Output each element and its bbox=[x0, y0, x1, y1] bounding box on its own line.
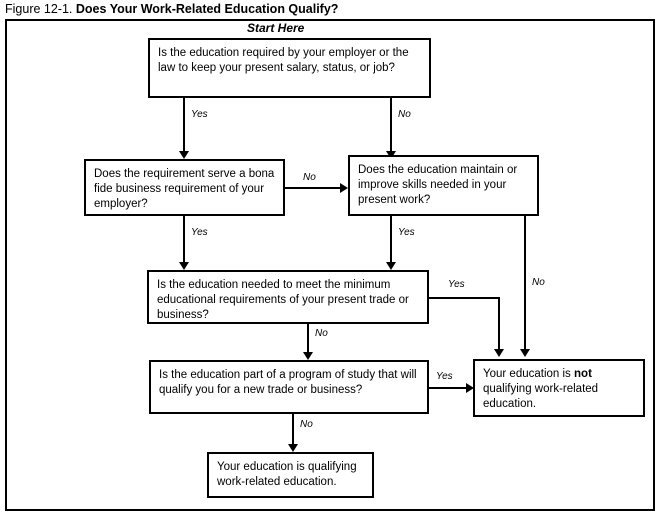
edge-q3-no-line bbox=[524, 216, 526, 349]
edge-q1-yes-arrow bbox=[179, 151, 189, 159]
result-not-qualifying-pre: Your education is bbox=[483, 368, 575, 380]
node-q3-maintain-improve: Does the education maintain or improve s… bbox=[348, 155, 539, 216]
result-not-qualifying-emphasis: not bbox=[574, 368, 592, 380]
edge-q5-yes-arrow bbox=[466, 383, 474, 393]
flowchart-frame: Start Here Is the education required by … bbox=[5, 19, 655, 511]
edge-q4-no-arrow bbox=[303, 352, 313, 360]
edge-q4-yes-hline bbox=[429, 297, 500, 299]
edge-q2-no-arrow bbox=[340, 183, 348, 193]
figure-caption: Does Your Work-Related Education Qualify… bbox=[75, 2, 339, 16]
edge-label-q4-yes: Yes bbox=[447, 279, 466, 290]
edge-q4-no-line bbox=[307, 324, 309, 352]
node-result-qualifying: Your education is qualifying work-relate… bbox=[207, 452, 374, 498]
edge-label-q2-no: No bbox=[302, 172, 317, 183]
edge-q2-yes-arrow bbox=[179, 262, 189, 270]
edge-label-q1-yes: Yes bbox=[190, 109, 209, 120]
edge-q2-yes-line bbox=[183, 216, 185, 262]
edge-label-q1-no: No bbox=[397, 109, 412, 120]
edge-q2-no-line bbox=[285, 187, 341, 189]
edge-q4-yes-vline bbox=[498, 297, 500, 349]
edge-label-q3-yes: Yes bbox=[397, 227, 416, 238]
edge-q3-yes-arrow bbox=[386, 262, 396, 270]
edge-q1-no-line bbox=[390, 98, 392, 151]
node-result-not-qualifying: Your education is not qualifying work-re… bbox=[473, 359, 645, 417]
edge-q3-yes-line bbox=[390, 216, 392, 262]
start-here-label: Start Here bbox=[247, 21, 305, 35]
edge-label-q2-yes: Yes bbox=[190, 227, 209, 238]
result-not-qualifying-post: qualifying work-related education. bbox=[483, 383, 599, 410]
node-q5-new-trade: Is the education part of a program of st… bbox=[149, 360, 429, 414]
figure-number: Figure 12-1. bbox=[5, 2, 73, 16]
edge-label-q5-no: No bbox=[299, 419, 314, 430]
edge-label-q3-no: No bbox=[531, 277, 546, 288]
node-q2-bona-fide: Does the requirement serve a bona fide b… bbox=[84, 159, 285, 216]
edge-q1-yes-line bbox=[183, 98, 185, 151]
figure-title: Figure 12-1. Does Your Work-Related Educ… bbox=[5, 0, 338, 18]
edge-q4-yes-arrow bbox=[494, 349, 504, 357]
edge-q5-no-arrow bbox=[288, 444, 298, 452]
edge-q5-yes-line bbox=[429, 387, 467, 389]
node-q1-employer-law: Is the education required by your employ… bbox=[148, 38, 431, 98]
node-q4-minimum-requirements: Is the education needed to meet the mini… bbox=[147, 270, 429, 324]
edge-q3-no-arrow bbox=[520, 349, 530, 357]
edge-label-q4-no: No bbox=[314, 328, 329, 339]
edge-label-q5-yes: Yes bbox=[435, 371, 454, 382]
edge-q5-no-line bbox=[292, 414, 294, 444]
